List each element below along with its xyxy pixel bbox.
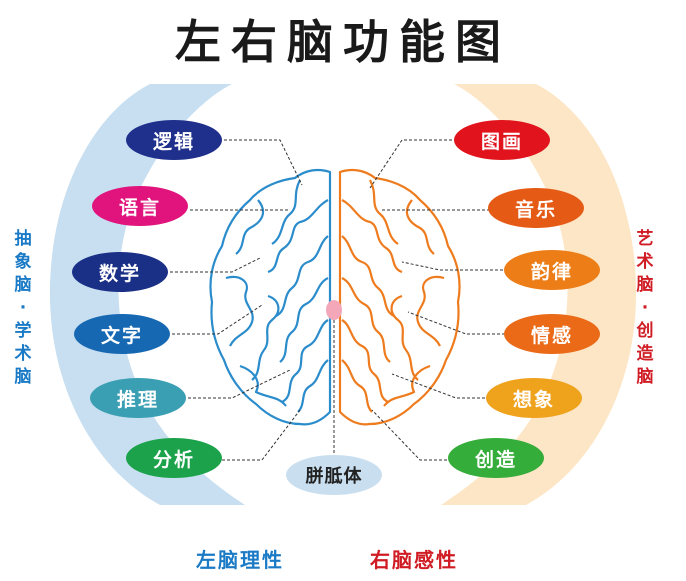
left-pill-text: 文字 — [74, 314, 170, 354]
right-pill-imagination: 想象 — [486, 378, 582, 418]
left-brain-hemisphere — [209, 168, 332, 426]
right-side-char: 创 — [636, 321, 654, 341]
left-side-char: 学 — [14, 321, 32, 341]
leader-lines — [170, 139, 510, 461]
bottom-right-label: 右脑感性 — [370, 548, 458, 572]
bottom-left-label: 左脑理性 — [196, 548, 284, 572]
left-side-char: 抽 — [14, 229, 32, 249]
right-side-char: 艺 — [636, 229, 654, 249]
left-side-label: 抽 象 脑 · 学 术 脑 — [10, 228, 36, 389]
corpus-callosum-marker — [326, 300, 342, 320]
right-side-char: 术 — [636, 252, 654, 272]
right-brain-hemisphere — [338, 168, 461, 426]
left-side-char: · — [19, 298, 27, 318]
left-side-char: 象 — [14, 252, 32, 272]
left-side-char: 脑 — [14, 367, 32, 387]
right-pill-drawing: 图画 — [454, 120, 550, 160]
corpus-callosum-label: 胼胝体 — [286, 455, 382, 495]
right-side-label: 艺 术 脑 · 创 造 脑 — [632, 228, 658, 389]
right-side-char: · — [641, 298, 649, 318]
right-band — [441, 84, 637, 505]
right-pill-creation: 创造 — [448, 438, 544, 478]
right-side-char: 脑 — [636, 367, 654, 387]
right-pill-emotion: 情感 — [504, 314, 600, 354]
left-side-char: 术 — [14, 344, 32, 364]
left-pill-analysis: 分析 — [126, 438, 222, 478]
page-title: 左右脑功能图 — [175, 15, 511, 69]
left-pill-reasoning: 推理 — [90, 378, 186, 418]
left-side-char: 脑 — [14, 275, 32, 295]
right-pill-music: 音乐 — [488, 188, 584, 228]
right-side-char: 造 — [636, 344, 654, 364]
right-pill-rhythm: 韵律 — [504, 250, 600, 290]
left-pill-language: 语言 — [92, 186, 188, 226]
left-pill-math: 数学 — [72, 252, 168, 292]
right-side-char: 脑 — [636, 275, 654, 295]
left-pill-logic: 逻辑 — [126, 120, 222, 160]
